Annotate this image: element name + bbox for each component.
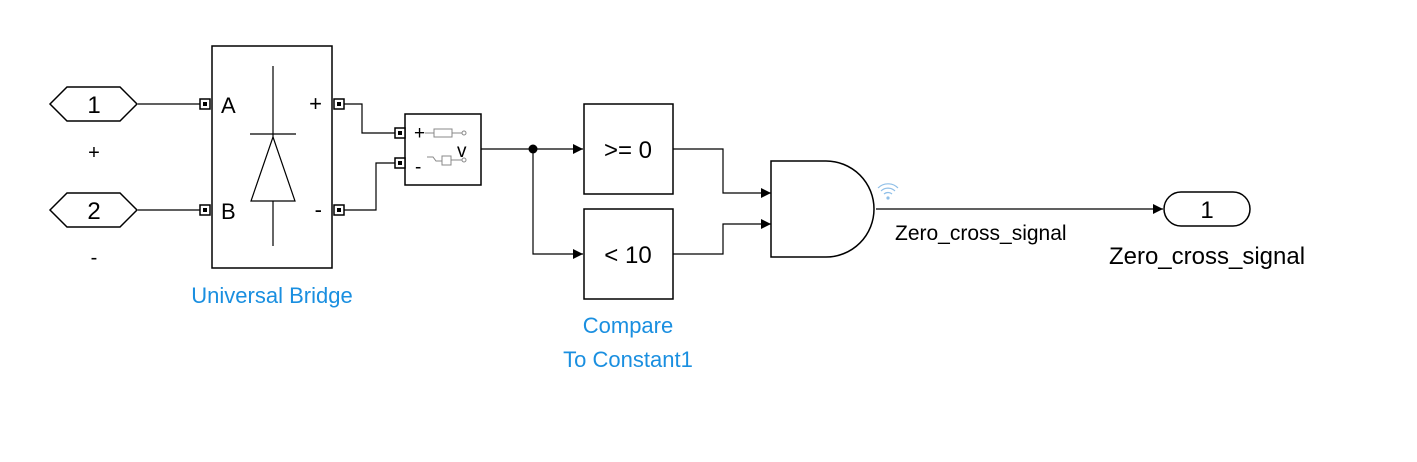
branch-point [528,144,538,154]
vm-port-minus-dot [398,161,402,165]
universal-bridge-block[interactable]: A B + - [211,45,333,269]
outport-1-block[interactable]: 1 [1163,191,1251,227]
compare-upper-block[interactable]: >= 0 [583,103,674,195]
voltmeter-icon [425,128,467,166]
bridge-port-a-label: A [221,93,236,118]
compare-block-name-line2[interactable]: To Constant1 [563,347,693,372]
bridge-port-b-dot [203,208,207,212]
bridge-port-minus-dot [337,208,341,212]
compare-lower-block[interactable]: < 10 [583,208,674,300]
line-lower-to-and[interactable] [673,219,771,255]
bridge-port-plus-label: + [309,91,322,116]
inport-1-block[interactable]: 1 [48,86,139,122]
vm-ports [394,127,406,169]
bridge-port-a-dot [203,102,207,106]
signal-lines [138,103,1163,259]
compare-block-name-line1[interactable]: Compare [583,313,673,338]
vm-port-plus-dot [398,131,402,135]
inport-2-block[interactable]: 2 [48,192,139,228]
line-upper-to-and[interactable] [673,148,771,198]
signal-logging-icon [877,183,899,200]
compare-upper-condition: >= 0 [604,137,652,164]
line-bridge-minus-to-vm[interactable] [344,162,396,211]
bridge-port-plus-dot [337,102,341,106]
and-gate-block[interactable] [770,160,875,258]
voltage-measurement-block[interactable]: + - v [404,113,482,186]
outport-1-number: 1 [1200,197,1213,224]
signal-label[interactable]: Zero_cross_signal [895,222,1067,245]
bridge-port-minus-label: - [315,197,322,222]
inport-2-number: 2 [87,198,100,225]
inport-2-sign: - [91,247,98,269]
inport-1-number: 1 [87,92,100,119]
vm-output-label: v [457,141,467,162]
diode-icon [250,135,296,202]
compare-lower-condition: < 10 [604,242,651,269]
bridge-ports [199,98,345,216]
vm-plus-label: + [414,123,425,144]
line-bridge-plus-to-vm[interactable] [344,103,396,134]
bridge-port-b-label: B [221,199,236,224]
universal-bridge-name[interactable]: Universal Bridge [191,283,352,308]
line-to-compare-lower[interactable] [532,149,583,259]
outport-1-name[interactable]: Zero_cross_signal [1109,243,1305,270]
inport-1-sign: + [88,142,100,164]
vm-minus-label: - [415,157,421,178]
